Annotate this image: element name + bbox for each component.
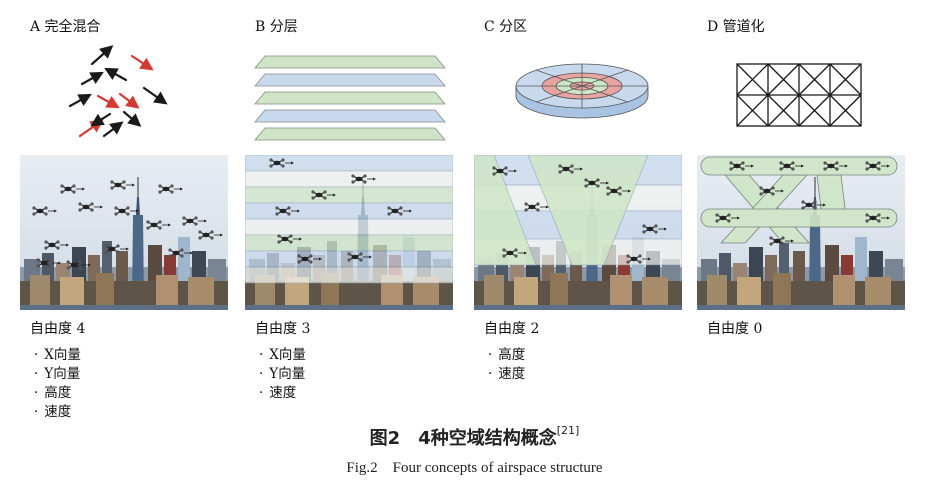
panel-d: D 管道化 <box>697 0 917 425</box>
city-skyline-image <box>245 155 453 310</box>
panel-c-dof: 自由度 2 <box>484 321 540 337</box>
panel-b-feature: 速度 <box>259 381 296 401</box>
panel-c-feature: 速度 <box>488 362 525 382</box>
panel-b-feature: X向量 <box>259 343 306 363</box>
city-skyline-image <box>20 155 228 310</box>
caption-ref: [21] <box>556 424 580 437</box>
panel-c-title: C 分区 <box>484 19 528 35</box>
figure-caption-en: Fig.2 Four concepts of airspace structur… <box>346 460 603 476</box>
panel-a: A 完全混合 自由度 4 X向量 Y向量 高 <box>20 0 240 425</box>
city-skyline-image <box>697 155 905 310</box>
mixed-arrows-diagram <box>68 45 168 138</box>
panel-a-dof: 自由度 4 <box>30 321 86 337</box>
figure-caption-cn: 图2 4种空域结构概念[21] <box>0 424 949 450</box>
panel-a-feature: 高度 <box>34 381 71 401</box>
caption-cn-text: 图2 4种空域结构概念 <box>369 428 557 449</box>
panel-d-title: D 管道化 <box>707 19 765 35</box>
city-skyline-image <box>474 155 682 310</box>
layered-planes-diagram <box>254 55 446 141</box>
panel-c-feature: 高度 <box>488 343 525 363</box>
panel-b-feature: Y向量 <box>259 362 305 382</box>
panel-a-title: A 完全混合 <box>30 19 101 35</box>
panel-a-feature: X向量 <box>34 343 81 363</box>
panel-b: B 分层 自由度 3 X向量 Y向量 速度 <box>245 0 465 425</box>
panel-b-title: B 分层 <box>255 19 298 35</box>
zoned-disc-diagram <box>515 63 649 119</box>
tube-lattice-diagram <box>736 63 862 127</box>
panel-d-dof: 自由度 0 <box>707 321 763 337</box>
panel-c: C 分区 自由度 2 高度 速度 <box>474 0 694 425</box>
panel-b-dof: 自由度 3 <box>255 321 311 337</box>
panel-a-feature: 速度 <box>34 400 71 420</box>
panel-a-feature: Y向量 <box>34 362 80 382</box>
